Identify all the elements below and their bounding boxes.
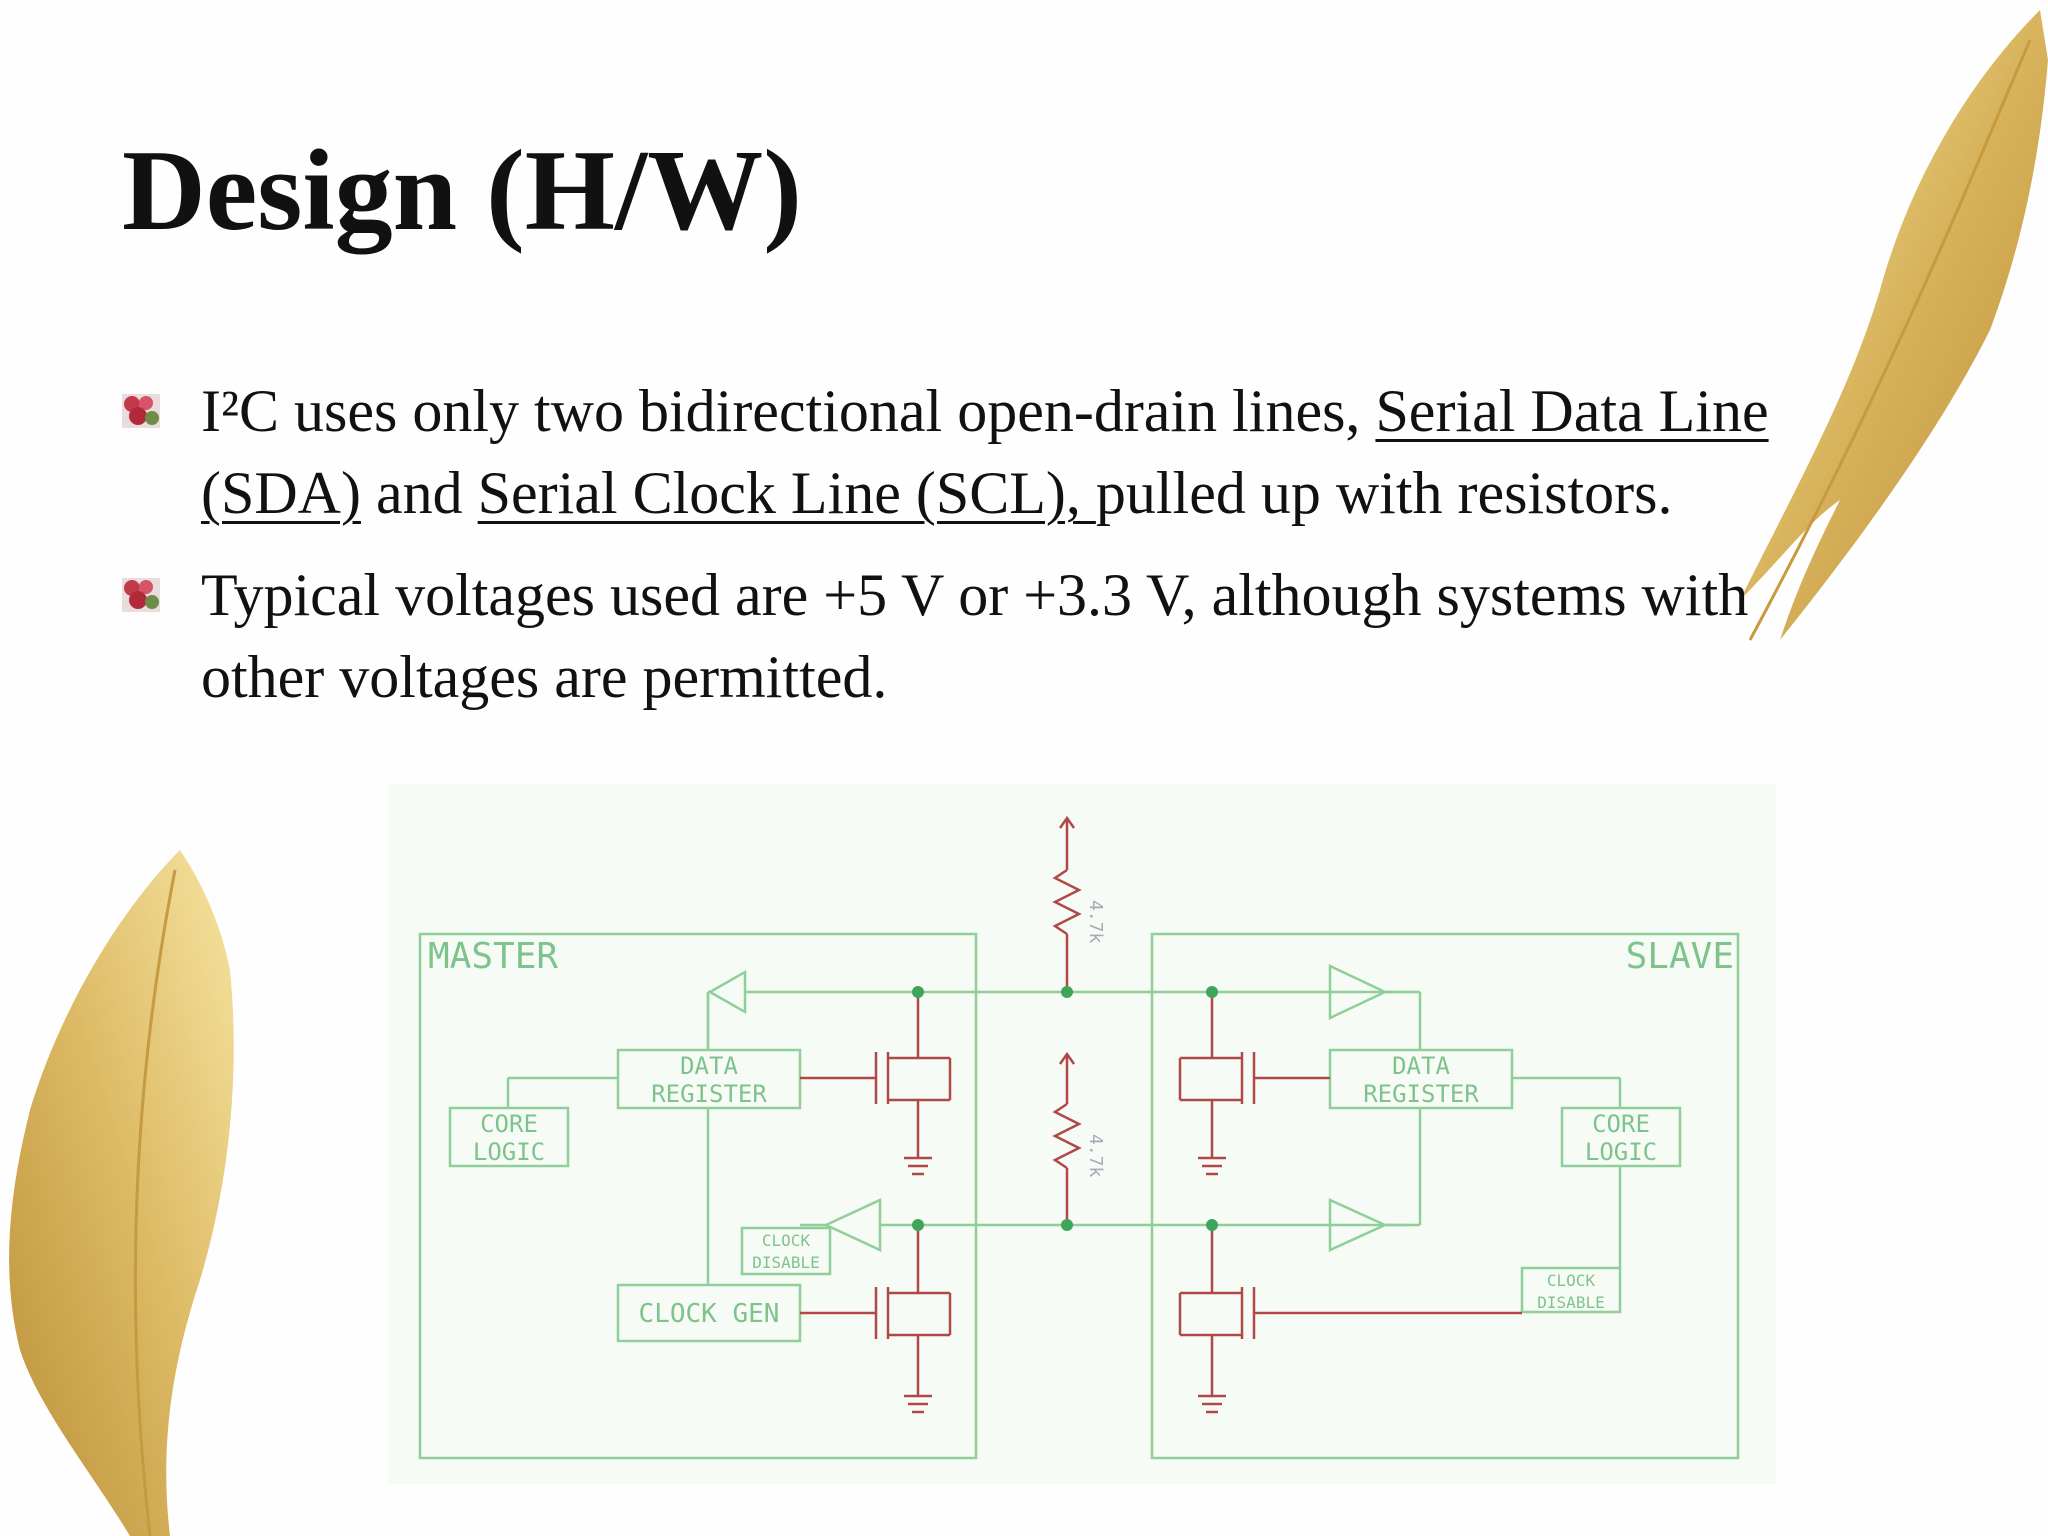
slave-core-logic-label: LOGIC: [1585, 1138, 1657, 1166]
slave-data-register-label: REGISTER: [1363, 1080, 1479, 1108]
slave-label: SLAVE: [1626, 936, 1734, 977]
bullet-item-i2c-lines: I²C uses only two bidirectional open-dra…: [122, 370, 1862, 534]
pullup-resistor-value: 4.7k: [1085, 900, 1106, 944]
master-core-logic-label: LOGIC: [473, 1138, 545, 1166]
slide-title: Design (H/W): [122, 127, 802, 255]
bullet-text-part: pulled up with resistors.: [1095, 460, 1673, 526]
bullet-item-voltages: Typical voltages used are +5 V or +3.3 V…: [122, 554, 1862, 718]
master-core-logic-label: CORE: [480, 1110, 538, 1138]
master-label: MASTER: [428, 936, 558, 977]
slave-clock-disable-label: DISABLE: [1537, 1293, 1604, 1312]
i2c-circuit-diagram: MASTER SLAVE DATA REGISTER DATA REGISTER…: [388, 784, 1776, 1484]
gold-feather-right: [1740, 10, 2048, 641]
master-data-register-label: REGISTER: [651, 1080, 767, 1108]
master-clock-disable-label: CLOCK: [762, 1231, 811, 1250]
slave-data-register-label: DATA: [1392, 1052, 1450, 1080]
bullet-text-part: and: [361, 460, 478, 526]
sda-term: Serial Data Line (SDA): [201, 378, 1769, 526]
bullet-text-part: I²C uses only two bidirectional open-dra…: [201, 378, 1376, 444]
pullup-resistor-value: 4.7k: [1085, 1134, 1106, 1178]
gold-feather-left: [9, 850, 234, 1536]
flower-bullet-icon: [122, 394, 160, 428]
master-data-register-label: DATA: [680, 1052, 738, 1080]
slave-core-logic-label: CORE: [1592, 1110, 1650, 1138]
master-clock-disable-label: DISABLE: [752, 1253, 819, 1272]
bullet-text: Typical voltages used are +5 V or +3.3 V…: [201, 562, 1749, 710]
bullet-list: I²C uses only two bidirectional open-dra…: [122, 370, 1862, 718]
clock-gen-label: CLOCK GEN: [639, 1299, 780, 1329]
slave-clock-disable-label: CLOCK: [1547, 1271, 1596, 1290]
scl-term: Serial Clock Line (SCL),: [477, 460, 1096, 526]
flower-bullet-icon: [122, 578, 160, 612]
